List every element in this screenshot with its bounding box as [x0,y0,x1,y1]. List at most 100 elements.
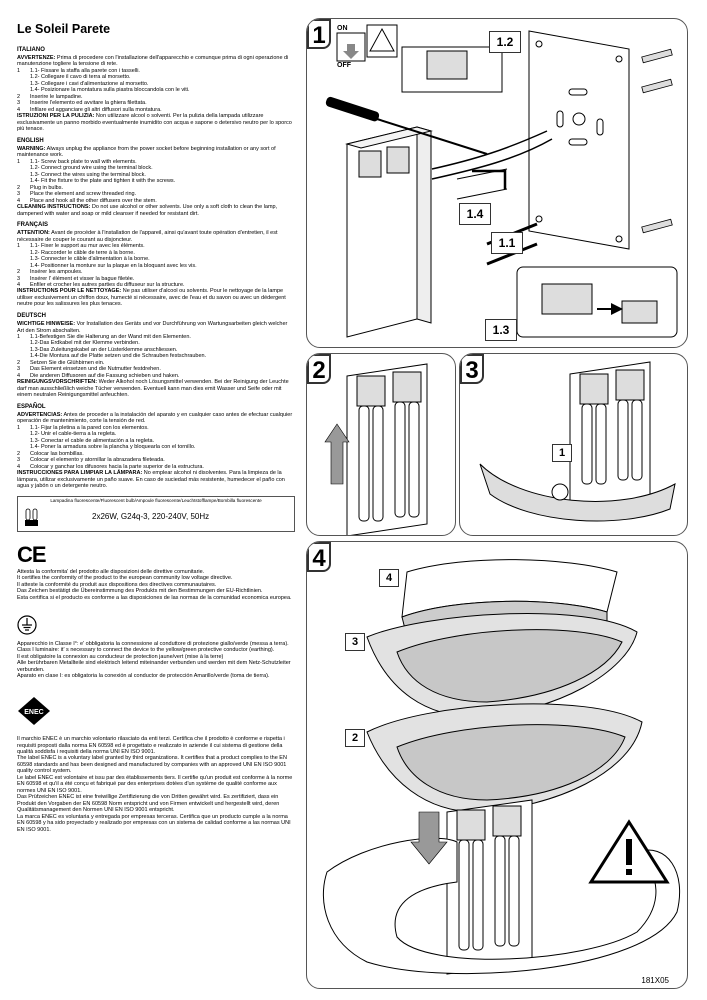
step-text: Place the element and screw threaded rin… [30,191,137,198]
earth-symbol-block [17,615,295,637]
panel-step-2: 2 [306,353,456,536]
step-line: 1.2- Collegare il cavo di terra al morse… [17,74,295,80]
step-line: 1.3- Connect the wires using the termina… [17,172,295,178]
step-number: 3 [17,366,21,373]
language-heading: ENGLISH [17,137,44,144]
enec-mark-block: ENEC [17,696,295,728]
step-text: Das Element einsetzen und die Nutmutter … [30,366,161,373]
step-text: 1.4- Fit the fixture to the plate and ti… [30,178,176,185]
step-text: Insérer les ampoules. [30,269,83,276]
cleaning-label: INSTRUCCIONES PARA LIMPIAR LA LÁMPARA: [17,470,143,477]
step-number: 2 [17,359,21,366]
warning-label: WARNING: [17,145,46,152]
step-number: 1 [17,158,21,165]
warning-label: ATTENTION: [17,230,50,237]
step1-illustration [325,24,678,338]
step-text: 1.1-Befestigen Sie die Halterung an der … [30,333,191,340]
language-heading: DEUTSCH [17,312,47,319]
step-text: Plug in bulbs. [30,184,64,191]
step-number: 2 [17,450,21,457]
callout-1-3: 1.3 [485,319,517,341]
cleaning-label: INSTRUCTIONS POUR LE NETTOYAGE: [17,288,122,295]
cleaning-paragraph: REINIGUNGSVORSCHRIFTEN: Weder Alkohol no… [17,379,295,398]
enec-lines-line: Il marchio ENEC è un marchio volontario … [17,736,285,755]
cleaning-text: Non utilizzare alcool o solventi. Per la… [17,113,292,133]
step-number-2: 2 [307,354,331,384]
callout-diffuser-2: 2 [345,729,365,747]
step-number: 3 [17,457,21,464]
step-text: 1.2- Connect ground wire using the termi… [30,165,153,172]
switch-on-label: ON [337,25,348,32]
enec-lines-line: La marca ENEC es voluntaria y entregada … [17,813,291,833]
class1-lines-line: Class I luminaire: it' s necessary to co… [17,647,275,654]
callout-1-2: 1.2 [489,31,521,53]
fluorescent-bulb-icon [25,508,38,526]
cleaning-text: Ne pas utiliser d'alcool ou solvents. Po… [17,288,286,308]
step-line: 1.4- Poner la armadura sobre la plancha … [17,444,295,450]
step-text: 1.4-Die Montura auf die Platte setzen un… [30,353,207,360]
step3-illustration [479,361,676,522]
step-line: 1.4- Posizionare la montatura sulla pias… [17,87,295,93]
step-text: 1.3- Connecter le câble d'alimentation à… [30,256,150,263]
step-line: 1.2- Unir el cable-tierra a la regleta. [17,431,295,437]
bulb-spec-value: 2x26W, G24q-3, 220-240V, 50Hz [92,511,210,521]
step-line: 4 Place and hook all the other diffusers … [17,198,295,204]
cleaning-text: No emplear alcohol ni disolventes. Para … [17,470,285,490]
ce-lines-line: Esta certifica si el producto es conform… [17,594,292,601]
step-line: 1.3- Collegare i cavi d'alimentazione al… [17,81,295,87]
step-text: Place and hook all the other diffusers o… [30,197,157,204]
step-line: 3 Das Element einsetzen und die Nutmutter… [17,366,295,372]
step-text: 1.3- Conectar el cable de alimentación a… [30,437,155,444]
step-text: 1.2- Unir el cable-tierra a la regleta. [30,431,117,438]
step-text: Colocar el elemento y atornillar la abra… [30,457,165,464]
warning-label: WICHTIGE HINWEISE: [17,321,76,328]
enec-logo-icon: ENEC [18,696,50,725]
warning-label: ADVERTENCIAS: [17,411,63,418]
class1-lines-line: Alle berührbaren Metallteile sind elektr… [17,660,291,673]
step-text: 1.1- Fissare la staffa alla parete con i… [30,67,140,74]
warning-paragraph: ATTENTION: Avant de procéder à l'install… [17,230,295,243]
enec-lines-line: Le label ENEC est volontaire et issu par… [17,774,293,794]
step-text: 1.1- Fixer le support au mur avec les él… [30,243,145,250]
class1-lines-line: Aparato en clase I: es obligatoria la co… [17,673,270,680]
language-heading: FRANÇAIS [17,222,48,229]
warning-label: AVVERTENZE: [17,54,56,61]
enec-text: Il marchio ENEC è un marchio volontario … [17,736,295,833]
step-line: 1.4-Die Montura auf die Platte setzen un… [17,353,295,359]
language-heading: ESPAÑOL [17,403,46,410]
step-text: Enfiler et crocher les autres parties du… [30,282,185,288]
step-line: 1.2- Raccorder le câble de terre à la bo… [17,250,295,256]
step-text: 1.1- Screw back plate to wall with eleme… [30,158,137,165]
language-heading: ITALIANO [17,46,45,53]
step-number: 3 [17,191,21,198]
callout-diffuser-3: 3 [345,633,365,651]
step-line: 1.4- Fit the fixture to the plate and ti… [17,178,295,184]
step-text: 1.3-Das Zuleitungskabel an der Lüsterkle… [30,346,178,353]
ce-lines-line: It certifies the conformity of the produ… [17,575,233,582]
step-number: 1 [17,424,21,431]
step-number: 3 [17,275,21,282]
product-code: 181X05 [641,976,669,985]
step-number: 4 [17,197,21,204]
bulb-spec-header: Lampadina fluorescente/Fluorescent bulb/… [50,497,262,503]
step-number-1: 1 [307,19,331,49]
class1-lines-line: Il est obligatoire la connexion au condu… [17,653,224,660]
ce-lines-line: Attesta la conformita' del prodotto alle… [17,568,205,575]
step-number: 2 [17,269,21,276]
step-text: 1.3- Connect the wires using the termina… [30,171,146,178]
step-line: 1.3- Connecter le câble d'alimentation à… [17,256,295,262]
step-line: 1 1.1- Screw back plate to wall with elem… [17,159,295,165]
step-number: 1 [17,243,21,250]
cleaning-paragraph: ISTRUZIONI PER LA PULIZIA: Non utilizzar… [17,113,295,132]
cleaning-text: Do not use alcohol or other solvents. Us… [17,204,278,217]
ce-lines-line: Il atteste la conformité du produit aux … [17,581,217,588]
